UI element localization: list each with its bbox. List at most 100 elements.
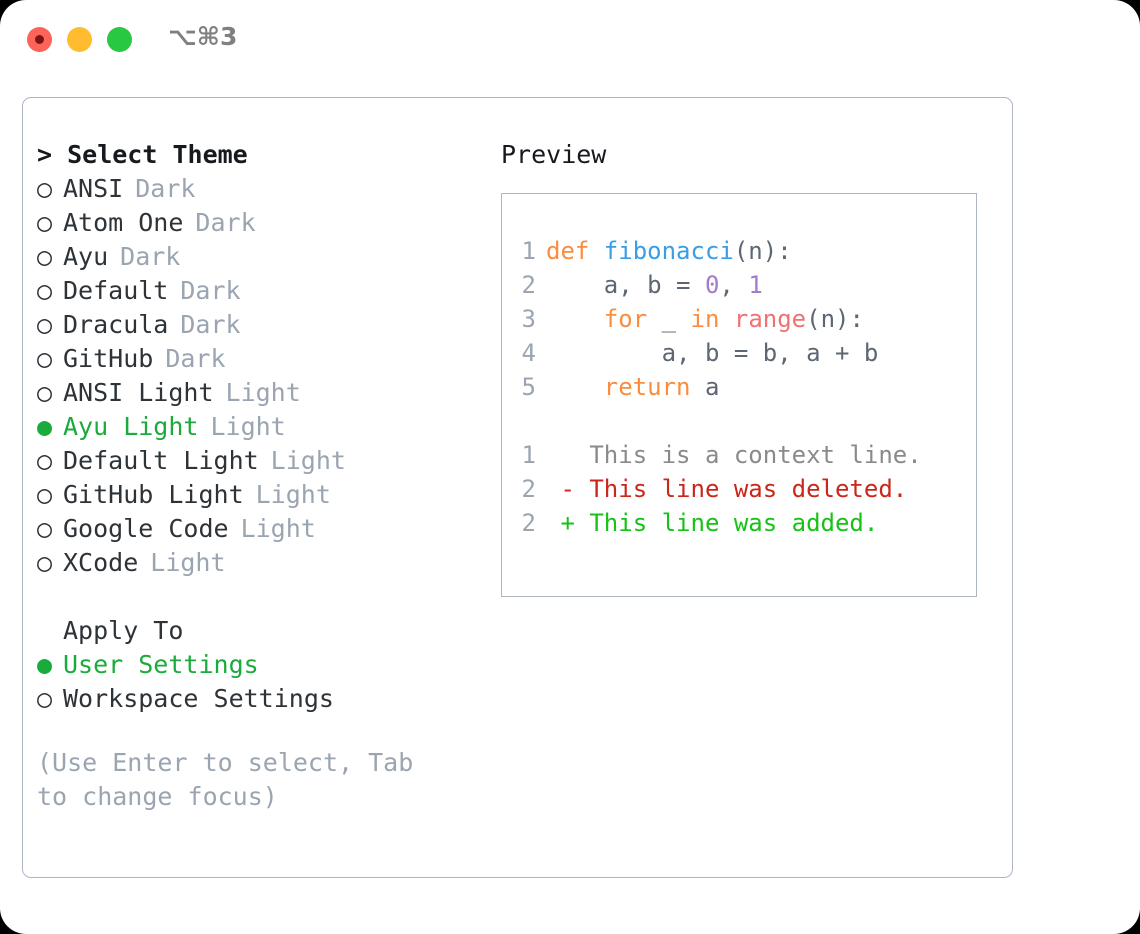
theme-option-label: Ayu Light <box>63 412 199 441</box>
code-token-fn: fibonacci <box>603 237 734 265</box>
code-token-kw: def <box>546 237 604 265</box>
diff-line-number: 2 <box>521 475 536 503</box>
code-line-text: return a <box>546 370 720 404</box>
theme-option-label: Ayu <box>63 242 109 271</box>
code-line-text: for _ in range(n): <box>546 302 864 336</box>
apply-to-option-label: Workspace Settings <box>63 684 334 713</box>
theme-option-tag: Dark <box>135 174 196 203</box>
diff-line-text-ctx: This is a context line. <box>546 441 922 469</box>
theme-option-label: Google Code <box>63 514 229 543</box>
theme-option-ansi[interactable]: ○ ANSI Dark <box>37 172 477 206</box>
code-line-text: a, b = 0, 1 <box>546 268 763 302</box>
theme-option-tag: Light <box>225 378 301 407</box>
theme-option-label: Dracula <box>63 310 169 339</box>
code-line-text: a, b = b, a + b <box>546 336 879 370</box>
radio-unselected-icon: ○ <box>37 344 53 373</box>
close-button[interactable] <box>27 27 52 52</box>
code-token-kw: return <box>603 373 691 401</box>
code-line: 2 a, b = 0, 1 <box>502 268 976 302</box>
diff-line: 2 + This line was added. <box>502 506 976 540</box>
theme-option-tag: Dark <box>195 208 256 237</box>
maximize-button[interactable] <box>107 27 132 52</box>
radio-unselected-icon: ○ <box>37 208 53 237</box>
code-line-text: def fibonacci(n): <box>546 234 792 268</box>
code-line-number: 1 <box>521 237 536 265</box>
code-diff-spacer <box>502 404 976 438</box>
theme-option-atom-one[interactable]: ○ Atom One Dark <box>37 206 477 240</box>
code-token-kw: in <box>690 305 720 333</box>
code-line-number: 4 <box>521 339 536 367</box>
theme-option-tag: Light <box>270 446 346 475</box>
code-token-call: range <box>733 305 807 333</box>
keyboard-shortcut-label: ⌥⌘3 <box>168 22 238 51</box>
code-line-number: 2 <box>521 271 536 299</box>
code-token-plain: a <box>690 373 720 401</box>
apply-to-option-list: ● User Settings ○ Workspace Settings <box>37 648 477 716</box>
diff-line-text-del: - This line was deleted. <box>546 475 908 503</box>
theme-option-label: ANSI Light <box>63 378 214 407</box>
code-line: 1 def fibonacci(n): <box>502 234 976 268</box>
diff-line-number: 1 <box>521 441 536 469</box>
keyboard-hint: (Use Enter to select, Tab to change focu… <box>37 748 414 811</box>
theme-option-tag: Dark <box>180 310 241 339</box>
code-token-num: 1 <box>748 271 763 299</box>
theme-option-dracula[interactable]: ○ Dracula Dark <box>37 308 477 342</box>
code-token-plain <box>546 305 604 333</box>
minimize-button[interactable] <box>67 27 92 52</box>
radio-unselected-icon: ○ <box>37 480 53 509</box>
title-bar: ⌥⌘3 <box>0 0 1140 78</box>
radio-selected-icon: ● <box>37 650 53 679</box>
code-token-plain: (n): <box>806 305 864 333</box>
theme-option-tag: Dark <box>180 276 241 305</box>
radio-unselected-icon: ○ <box>37 242 53 271</box>
theme-option-tag: Light <box>150 548 226 577</box>
code-token-plain <box>719 305 733 333</box>
apply-to-option-workspace-settings[interactable]: ○ Workspace Settings <box>37 682 477 716</box>
theme-option-tag: Light <box>210 412 286 441</box>
radio-selected-icon: ● <box>37 412 53 441</box>
theme-option-label: Atom One <box>63 208 184 237</box>
code-line-number: 3 <box>521 305 536 333</box>
radio-unselected-icon: ○ <box>37 174 53 203</box>
code-token-plain: (n): <box>733 237 792 265</box>
theme-option-ayu-light[interactable]: ● Ayu Light Light <box>37 410 477 444</box>
code-token-plain <box>546 373 604 401</box>
radio-unselected-icon: ○ <box>37 446 53 475</box>
code-token-plain: a, b = <box>546 271 705 299</box>
radio-unselected-icon: ○ <box>37 548 53 577</box>
theme-option-tag: Light <box>240 514 316 543</box>
apply-to-heading-indent <box>37 614 63 648</box>
theme-option-label: Default <box>63 276 169 305</box>
theme-option-label: ANSI <box>63 174 124 203</box>
code-token-plain: _ <box>647 305 691 333</box>
code-token-kw: for <box>603 305 648 333</box>
theme-option-google-code[interactable]: ○ Google Code Light <box>37 512 477 546</box>
code-line: 4 a, b = b, a + b <box>502 336 976 370</box>
apply-to-heading-row: Apply To <box>37 614 477 648</box>
apply-to-option-label: User Settings <box>63 650 259 679</box>
theme-option-ansi-light[interactable]: ○ ANSI Light Light <box>37 376 477 410</box>
theme-option-label: GitHub Light <box>63 480 244 509</box>
theme-option-default-light[interactable]: ○ Default Light Light <box>37 444 477 478</box>
apply-to-heading: Apply To <box>63 616 184 645</box>
apply-to-option-user-settings[interactable]: ● User Settings <box>37 648 477 682</box>
radio-unselected-icon: ○ <box>37 514 53 543</box>
radio-unselected-icon: ○ <box>37 310 53 339</box>
radio-unselected-icon: ○ <box>37 378 53 407</box>
code-line-number: 5 <box>521 373 536 401</box>
theme-option-label: Default Light <box>63 446 259 475</box>
code-token-plain: a, b = b, a + b <box>546 339 879 367</box>
radio-unselected-icon: ○ <box>37 684 53 713</box>
select-theme-heading: > Select Theme <box>37 140 248 169</box>
code-line: 5 return a <box>502 370 976 404</box>
